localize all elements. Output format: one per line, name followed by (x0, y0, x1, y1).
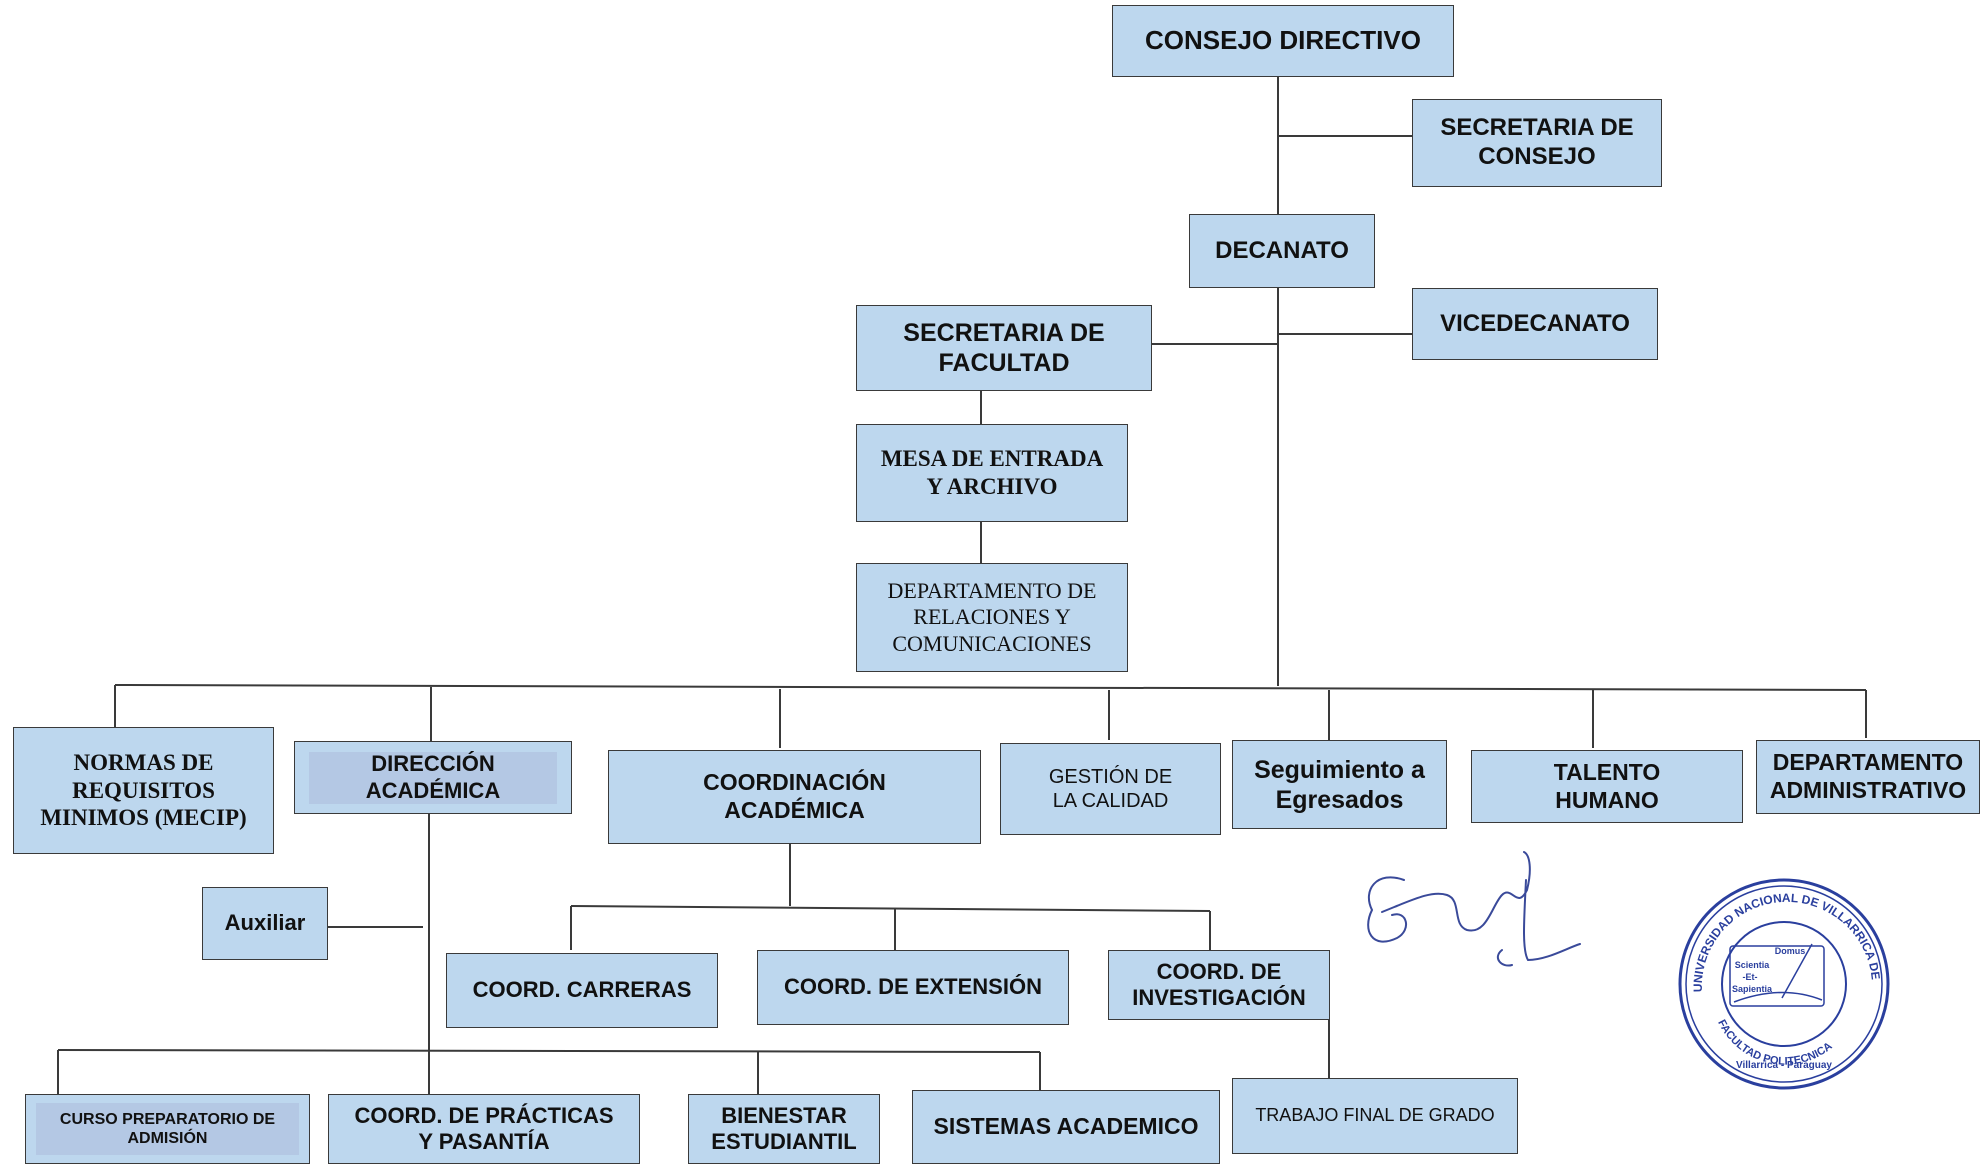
normas-mecip-box: NORMAS DE REQUISITOS MINIMOS (MECIP) (13, 727, 274, 854)
decanato-box: DECANATO (1189, 214, 1375, 288)
coordinacion-academica-box: COORDINACIÓN ACADÉMICA (608, 750, 981, 844)
trabajo-final-grado-box: TRABAJO FINAL DE GRADO (1232, 1078, 1518, 1154)
coord-investigacion-box: COORD. DE INVESTIGACIÓN (1108, 950, 1330, 1020)
seal-center-line-4: Sapientia (1732, 984, 1773, 994)
departamento-administrativo-box: DEPARTAMENTO ADMINISTRATIVO (1756, 740, 1980, 814)
mesa-entrada-box: MESA DE ENTRADA Y ARCHIVO (856, 424, 1128, 522)
consejo-directivo-box: CONSEJO DIRECTIVO (1112, 5, 1454, 77)
auxiliar-box: Auxiliar (202, 887, 328, 960)
vicedecanato-box: VICEDECANATO (1412, 288, 1658, 360)
relaciones-comunicaciones-box: DEPARTAMENTO DE RELACIONES Y COMUNICACIO… (856, 563, 1128, 672)
university-seal-image: UNIVERSIDAD NACIONAL DE VILLARRICA DEL E… (1672, 872, 1890, 1090)
bienestar-estudiantil-box: BIENESTAR ESTUDIANTIL (688, 1094, 880, 1164)
talento-humano-box: TALENTO HUMANO (1471, 750, 1743, 823)
seal-center-line-2: Scientia (1735, 960, 1771, 970)
coord-carreras-box: COORD. CARRERAS (446, 953, 718, 1028)
sistemas-academico-box: SISTEMAS ACADEMICO (912, 1090, 1220, 1164)
signature-image (1367, 851, 1581, 967)
curso-preparatorio-box: CURSO PREPARATORIO DE ADMISIÓN (25, 1094, 310, 1164)
seal-ring-text: UNIVERSIDAD NACIONAL DE VILLARRICA DEL E… (1672, 872, 1883, 992)
direccion-academica-box: DIRECCIÓN ACADÉMICA (294, 741, 572, 814)
secretaria-consejo-box: SECRETARIA DE CONSEJO (1412, 99, 1662, 187)
direccion-academica-label: DIRECCIÓN ACADÉMICA (309, 751, 557, 804)
secretaria-facultad-box: SECRETARIA DE FACULTAD (856, 305, 1152, 391)
curso-preparatorio-label: CURSO PREPARATORIO DE ADMISIÓN (36, 1103, 299, 1155)
gestion-calidad-box: GESTIÓN DE LA CALIDAD (1000, 743, 1221, 835)
seal-center-line-1: Domus (1775, 946, 1806, 956)
seguimiento-egresados-box: Seguimiento a Egresados (1232, 740, 1447, 829)
coord-extension-box: COORD. DE EXTENSIÓN (757, 950, 1069, 1025)
seal-place-text: Villarrica - Paraguay (1736, 1060, 1832, 1071)
svg-text:UNIVERSIDAD NACIONAL DE VILLAR: UNIVERSIDAD NACIONAL DE VILLARRICA DEL E… (1672, 872, 1883, 992)
seal-center-line-3: -Et- (1743, 972, 1758, 982)
coord-practicas-box: COORD. DE PRÁCTICAS Y PASANTÍA (328, 1094, 640, 1164)
